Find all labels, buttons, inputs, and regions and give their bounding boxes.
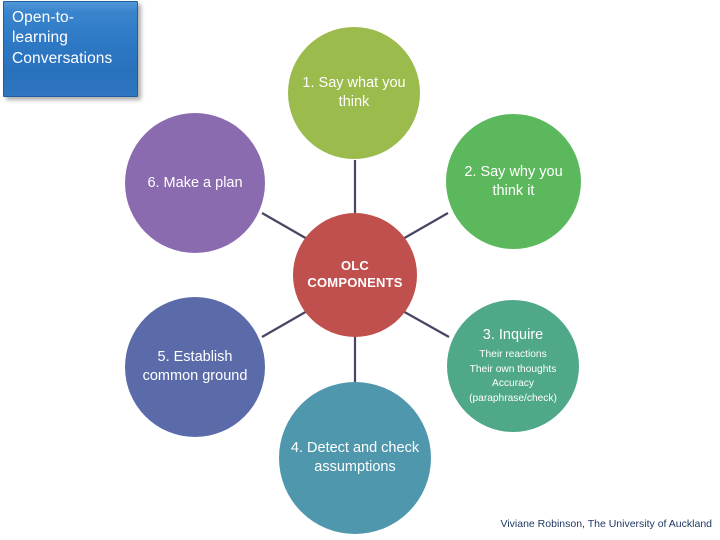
spoke-line-5	[261, 309, 310, 338]
spoke-line-6	[261, 212, 310, 241]
node-2-label: 2. Say why you think it	[464, 163, 563, 199]
diagram-node-5[interactable]: 5. Establish common ground	[125, 297, 265, 437]
spoke-line-2	[400, 212, 449, 241]
diagram-node-1[interactable]: 1. Say what you think	[288, 27, 420, 159]
center-hub-label: OLC COMPONENTS	[307, 258, 403, 290]
spoke-line-3	[400, 309, 450, 338]
diagram-node-2[interactable]: 2. Say why you think it	[446, 114, 581, 249]
node-6-label: 6. Make a plan	[147, 174, 243, 191]
diagram-node-6[interactable]: 6. Make a plan	[125, 113, 265, 253]
node-4-label: 4. Detect and check assumptions	[290, 440, 420, 475]
node-5-label: 5. Establish common ground	[142, 349, 248, 384]
node-3-sublabel: Their reactions Their own thoughts Accur…	[469, 349, 557, 404]
diagram-node-4[interactable]: 4. Detect and check assumptions	[279, 382, 431, 534]
node-3-label: 3. Inquire	[482, 326, 544, 343]
slide-title-box: Open-to-learning Conversations	[3, 1, 138, 97]
node-1-label: 1. Say what you think	[302, 75, 406, 110]
slide-title-text: Open-to-learning Conversations	[12, 9, 113, 67]
attribution-text: Viviane Robinson, The University of Auck…	[500, 518, 712, 530]
diagram-center-hub[interactable]: OLC COMPONENTS	[293, 213, 417, 337]
diagram-node-3[interactable]: 3. Inquire Their reactions Their own tho…	[447, 300, 579, 432]
